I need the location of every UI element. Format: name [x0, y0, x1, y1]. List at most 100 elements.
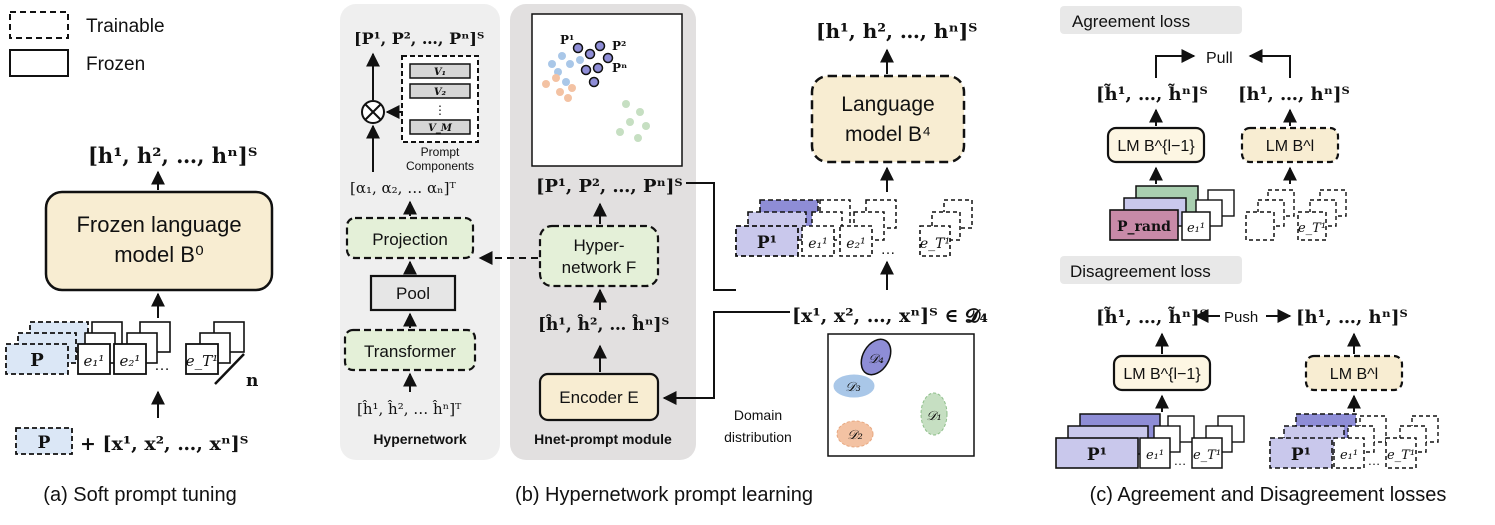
- scatter-point: [552, 74, 560, 82]
- pull-label: Pull: [1206, 50, 1233, 67]
- projection-label: Projection: [372, 230, 448, 249]
- agree-token-e1-label: e₁¹: [1187, 221, 1205, 236]
- prompt-scatter-plot: [531, 13, 683, 167]
- scatter-point: [568, 84, 576, 92]
- scatter-point-highlight: [580, 64, 592, 76]
- panel-a-output-label: [h¹, h², …, hⁿ]ᵀ: [88, 143, 257, 168]
- trainable-legend-swatch: [9, 11, 69, 39]
- hypernetwork-f-label-1: Hyper-: [573, 236, 624, 255]
- alpha-coefficients: [α₁, α₂, … αₙ]ᵀ: [350, 179, 456, 197]
- pool-box: [369, 274, 457, 312]
- token-e1: [77, 343, 111, 375]
- scatter-label-pn: Pⁿ: [612, 61, 627, 75]
- dis-right-ellipsis: …: [1368, 453, 1381, 468]
- dis-right-prompt-p1-label: P¹: [1291, 445, 1311, 465]
- scatter-point-highlight: [602, 52, 614, 64]
- panel-c-caption: (c) Agreement and Disagreement losses: [1090, 484, 1447, 506]
- agree-right-token: [1245, 211, 1275, 241]
- encoder-e-box: [538, 372, 660, 422]
- scatter-point: [634, 134, 642, 142]
- scatter-point: [562, 78, 570, 86]
- dis-left-token-e1: [1139, 437, 1171, 469]
- hypernetwork-title: Hypernetwork: [373, 431, 467, 447]
- hnet-prompt-output: [P¹, P², …, Pⁿ]ᵀ: [536, 176, 683, 197]
- scatter-points: [542, 40, 650, 142]
- agree-lm-prev-box: [1106, 126, 1206, 164]
- multiply-operator-icon-stroke: [364, 103, 382, 121]
- encoder-e-label: Encoder E: [559, 388, 638, 407]
- scatter-point: [622, 100, 630, 108]
- prompt-component-v1-label: V₁: [434, 67, 446, 78]
- dis-left-prompt-p1-label: P¹: [1087, 445, 1107, 465]
- scatter-point: [626, 118, 634, 126]
- encoder-output: [ĥ¹, ĥ², … ĥⁿ]ᵀ: [538, 314, 669, 335]
- hypernetwork-f-label-2: network F: [562, 258, 637, 277]
- panel-a-input-text: + [x¹, x², …, xⁿ]ᵀ: [80, 433, 248, 455]
- hypernetwork-prompt-output: [P¹, P², …, Pⁿ]ᵀ: [354, 29, 484, 48]
- hnet-prompt-module-title: Hnet-prompt module: [534, 431, 672, 447]
- agree-right-token-eT-label: e_T¹: [1298, 221, 1326, 236]
- domain-d1-ellipse: [920, 392, 948, 436]
- hypernetwork-input: [ĥ¹, ĥ², … ĥⁿ]ᵀ: [357, 400, 462, 418]
- token-eT-label: e_T¹: [920, 236, 950, 252]
- token-eT: [185, 343, 219, 375]
- pool-label: Pool: [396, 284, 430, 303]
- scatter-point-highlight: [592, 62, 604, 74]
- transformer-label: Transformer: [364, 342, 456, 361]
- scatter-point-highlight: [594, 40, 606, 52]
- prompt-component-v1: [409, 63, 471, 79]
- lm-b4-label-1: Language: [841, 93, 934, 116]
- prompt-component-vm-label: V_M: [428, 123, 453, 134]
- dis-left-token-eT-label: e_T¹: [1193, 448, 1221, 463]
- prompt-token-p1-label: P¹: [757, 233, 777, 253]
- scatter-point: [616, 128, 624, 136]
- panel-b-caption: (b) Hypernetwork prompt learning: [515, 484, 813, 506]
- dis-left-prompt-p1: [1055, 437, 1139, 469]
- dis-lm-prev-box: [1112, 354, 1212, 392]
- panel-c-agreement-disagreement: Agreement loss Pull [h̃¹, …, h̃ⁿ]ᵀ [h¹, …: [1055, 6, 1447, 506]
- lm-b4-label-2: model B⁴: [845, 123, 931, 146]
- frozen-model-label-line1: Frozen language: [76, 212, 241, 237]
- scatter-point-highlight: [584, 48, 596, 60]
- disagreement-loss-title-bg: [1060, 256, 1242, 284]
- token-e1-label: e₁¹: [84, 352, 105, 370]
- disagreement-loss-title: Disagreement loss: [1070, 262, 1211, 281]
- scatter-point: [558, 52, 566, 60]
- dis-right-token-eT-label: e_T¹: [1387, 448, 1415, 463]
- scatter-label-p1: P¹: [560, 33, 574, 47]
- agreement-left-output: [h̃¹, …, h̃ⁿ]ᵀ: [1096, 83, 1208, 105]
- legend: Trainable Frozen: [9, 11, 165, 77]
- token-e2: [113, 343, 147, 375]
- hnet-output-connector: [686, 182, 736, 291]
- scatter-point: [548, 60, 556, 68]
- token-e2-label: e₂¹: [120, 352, 141, 370]
- scatter-point-highlight: [572, 42, 584, 54]
- agree-lm-cur-box: [1240, 126, 1340, 164]
- domain-d3-ellipse: [833, 374, 875, 398]
- input-prompt-p-label: P: [38, 433, 51, 453]
- n-slash-marker: [214, 353, 245, 385]
- token-e1: [801, 225, 835, 257]
- token-e2-label: e₂¹: [846, 236, 866, 252]
- frozen-legend-swatch: [9, 49, 69, 77]
- agree-lm-prev-label: LM B^{l−1}: [1117, 138, 1195, 155]
- projection-box: [345, 216, 475, 260]
- prompt-component-v2-label: V₂: [434, 87, 447, 98]
- prompt-component-ellipsis: ⋮: [434, 103, 446, 117]
- input-prompt-p: [15, 427, 73, 455]
- agreement-right-output: [h¹, …, hⁿ]ᵀ: [1238, 84, 1350, 105]
- agree-lm-cur-label: LM B^l: [1266, 138, 1314, 155]
- dis-lm-prev-label: LM B^{l−1}: [1123, 366, 1201, 383]
- dis-right-token-e1-label: e₁¹: [1340, 448, 1358, 463]
- prompt-components-label-1: Prompt: [421, 145, 460, 159]
- input-to-encoder-connector: [662, 311, 790, 405]
- domain-d2-label: 𝒟₂: [847, 428, 863, 443]
- token-ellipsis: …: [881, 241, 896, 258]
- domain-d4-label: 𝒟₄: [868, 352, 884, 367]
- language-model-b4-box: [810, 74, 966, 164]
- hypernetwork-f-box: [538, 224, 660, 288]
- scatter-point: [564, 94, 572, 102]
- pull-arrow-left: [1155, 49, 1196, 78]
- token-e2: [839, 225, 873, 257]
- prompt-component-v2: [409, 83, 471, 99]
